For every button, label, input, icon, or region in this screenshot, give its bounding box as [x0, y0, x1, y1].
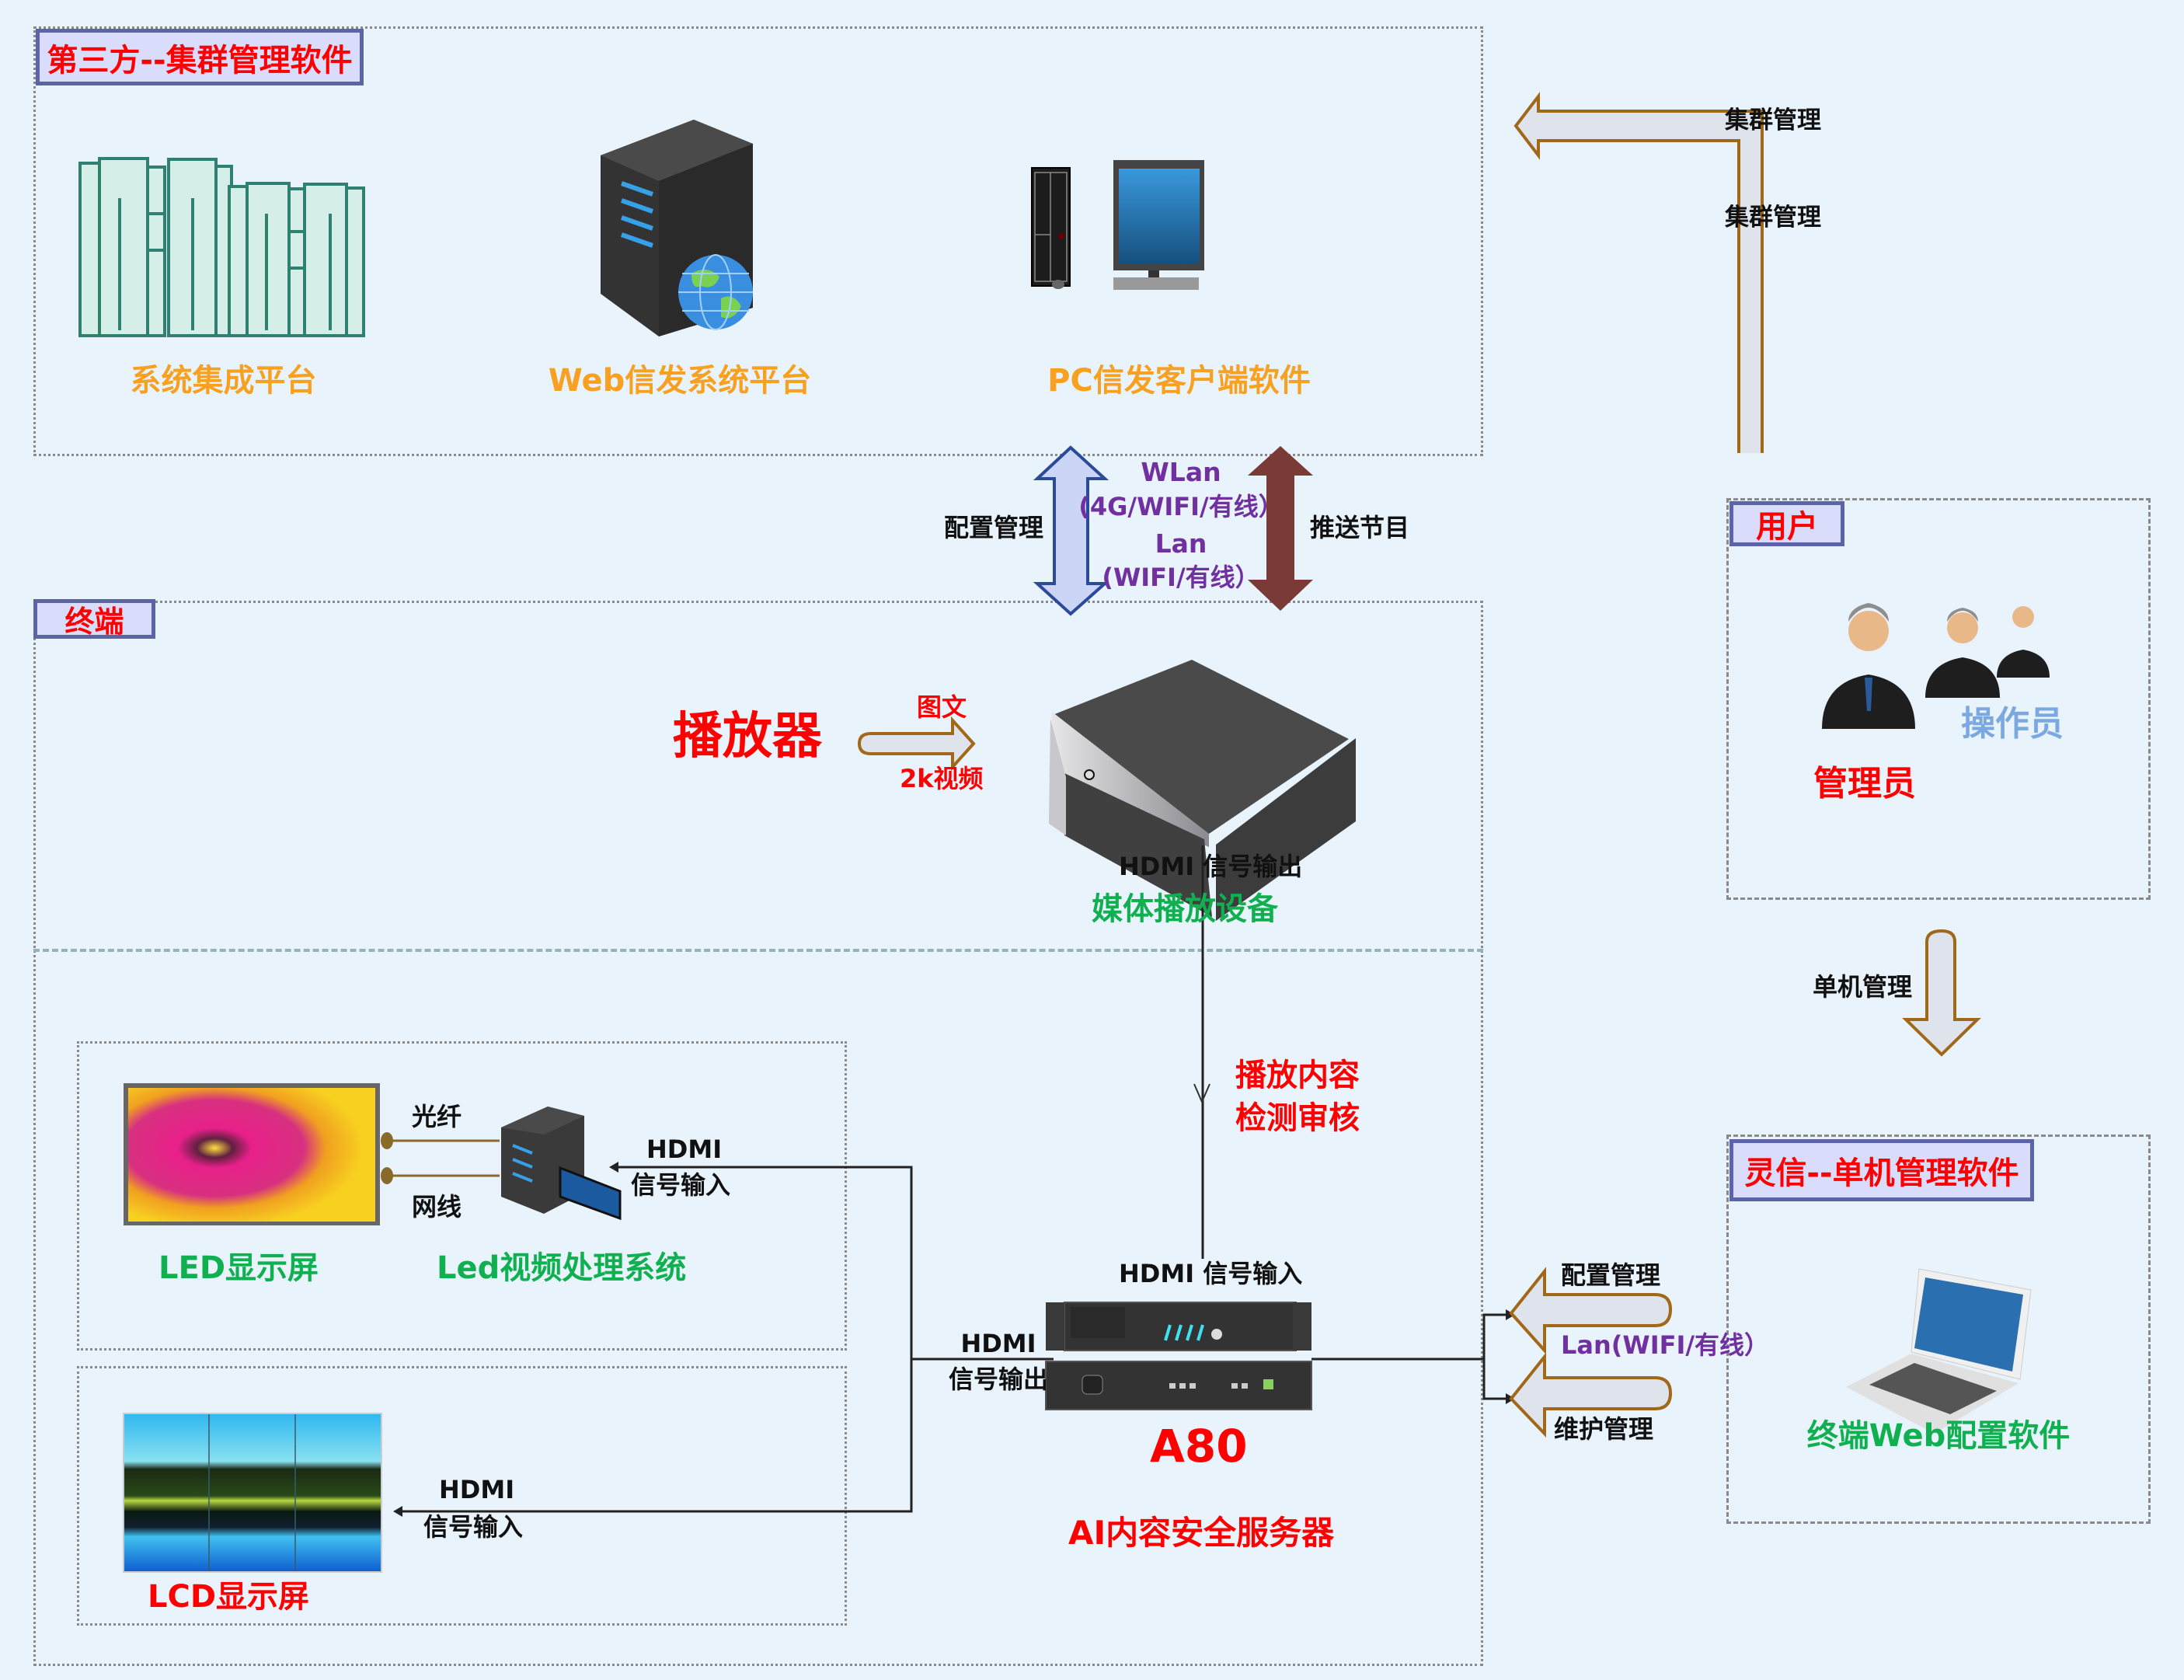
desktop-pc-icon: [1031, 160, 1204, 290]
lcd-hdmi-top: HDMI: [439, 1475, 515, 1504]
cluster-label-bottom: 集群管理: [1725, 204, 1821, 232]
led-processor-icon: [501, 1107, 622, 1221]
lcd-subgroup: [77, 1366, 847, 1626]
lcd-hdmi-input-arrowhead: [393, 1506, 402, 1517]
lingxin-maint-label: 维护管理: [1554, 1414, 1654, 1444]
config-connector-arrowhead: [1506, 1309, 1515, 1320]
led-hdmi-bottom: 信号输入: [631, 1170, 731, 1200]
users-group: [1726, 498, 2151, 900]
standalone-management-label: 单机管理: [1813, 972, 1913, 1002]
media-player-device-icon: [1049, 660, 1356, 921]
audit-label-line2: 检测审核: [1235, 1100, 1360, 1136]
content-to-player-arrow: [857, 716, 976, 772]
lingxin-title: 灵信--单机管理软件: [1744, 1155, 2019, 1191]
a80-model-label: A80: [1150, 1420, 1248, 1473]
admin-label: 管理员: [1813, 764, 1916, 803]
users-group-icon: [1822, 603, 2050, 729]
a80-to-lingxin-connector: [1311, 1313, 1511, 1400]
users-title-tag: 用户: [1729, 501, 1844, 546]
lingxin-lan-label: Lan(WIFI/有线）: [1561, 1330, 1770, 1360]
laptop-web-config-label: 终端Web配置软件: [1806, 1418, 2071, 1454]
audit-label-line1: 播放内容: [1235, 1058, 1360, 1093]
third-party-title-tag: 第三方--集群管理软件: [36, 29, 364, 85]
terminal-title-tag: 终端: [33, 599, 155, 639]
terminal-title: 终端: [64, 605, 124, 639]
content-type-top: 图文: [917, 692, 967, 722]
wlan-detail-label: (4G/WIFI/有线）: [1078, 492, 1284, 521]
a80-hdmi-output-connectors: [397, 1166, 1054, 1513]
operator-label: 操作员: [1961, 704, 2064, 744]
config-management-double-arrow: [1033, 445, 1109, 616]
lcd-hdmi-bottom: 信号输入: [423, 1512, 524, 1542]
lingxin-group: [1726, 1135, 2151, 1524]
media-device-label: 媒体播放设备: [1092, 891, 1278, 927]
system-integration-label: 系统集成平台: [130, 363, 317, 399]
fiber-label: 光纤: [412, 1102, 462, 1131]
users-title: 用户: [1756, 509, 1818, 545]
player-hdmi-out-label: HDMI 信号输出: [1119, 852, 1303, 881]
led-processor-label: Led视频处理系统: [437, 1250, 687, 1286]
led-screen-label: LED显示屏: [158, 1250, 319, 1286]
led-hdmi-top: HDMI: [646, 1135, 723, 1164]
cluster-management-arrow: [1513, 92, 1764, 453]
lingxin-maint-arrow: [1509, 1352, 1673, 1438]
led-subgroup: [77, 1041, 847, 1351]
standalone-management-arrow: [1902, 929, 1981, 1057]
a80-hdmi-out-top: HDMI: [960, 1329, 1036, 1358]
laptop-icon: [1846, 1268, 2032, 1434]
lcd-screen-image: [123, 1413, 382, 1573]
lingxin-config-label: 配置管理: [1561, 1260, 1661, 1290]
led-screen-image: [124, 1083, 380, 1225]
terminal-divider: [33, 949, 1483, 952]
lan-detail-label: (WIFI/有线）: [1102, 563, 1260, 592]
cluster-label-top: 集群管理: [1725, 106, 1821, 134]
push-program-label: 推送节目: [1310, 513, 1410, 542]
config-management-label: 配置管理: [944, 513, 1044, 542]
player-to-a80-arrowhead: [1193, 1083, 1210, 1104]
lcd-screen-label: LCD显示屏: [148, 1579, 310, 1615]
lingxin-title-tag: 灵信--单机管理软件: [1729, 1139, 2034, 1201]
player-title: 播放器: [673, 708, 822, 765]
a80-name-label: AI内容安全服务器: [1068, 1514, 1335, 1552]
terminal-group: [33, 601, 1483, 1666]
push-program-double-arrow: [1248, 446, 1313, 611]
web-signage-label: Web信发系统平台: [548, 363, 812, 399]
pc-client-label: PC信发客户端软件: [1047, 363, 1311, 399]
a80-hdmi-out-bottom: 信号输出: [948, 1365, 1048, 1394]
web-server-globe-icon: [601, 120, 753, 336]
led-hdmi-input-arrowhead: [609, 1162, 618, 1173]
network-cable-label: 网线: [412, 1192, 462, 1222]
third-party-group: [33, 26, 1483, 456]
lingxin-config-arrow: [1509, 1267, 1673, 1355]
a80-server-device-icon: [1045, 1302, 1312, 1410]
third-party-title: 第三方--集群管理软件: [47, 42, 353, 78]
led-connectors: [381, 1132, 500, 1184]
server-cluster-icon: [78, 157, 365, 337]
wlan-label: WLan: [1141, 457, 1221, 487]
content-type-bottom: 2k视频: [900, 764, 984, 793]
lan-label: Lan: [1155, 528, 1207, 559]
a80-hdmi-input-label: HDMI 信号输入: [1119, 1259, 1303, 1288]
